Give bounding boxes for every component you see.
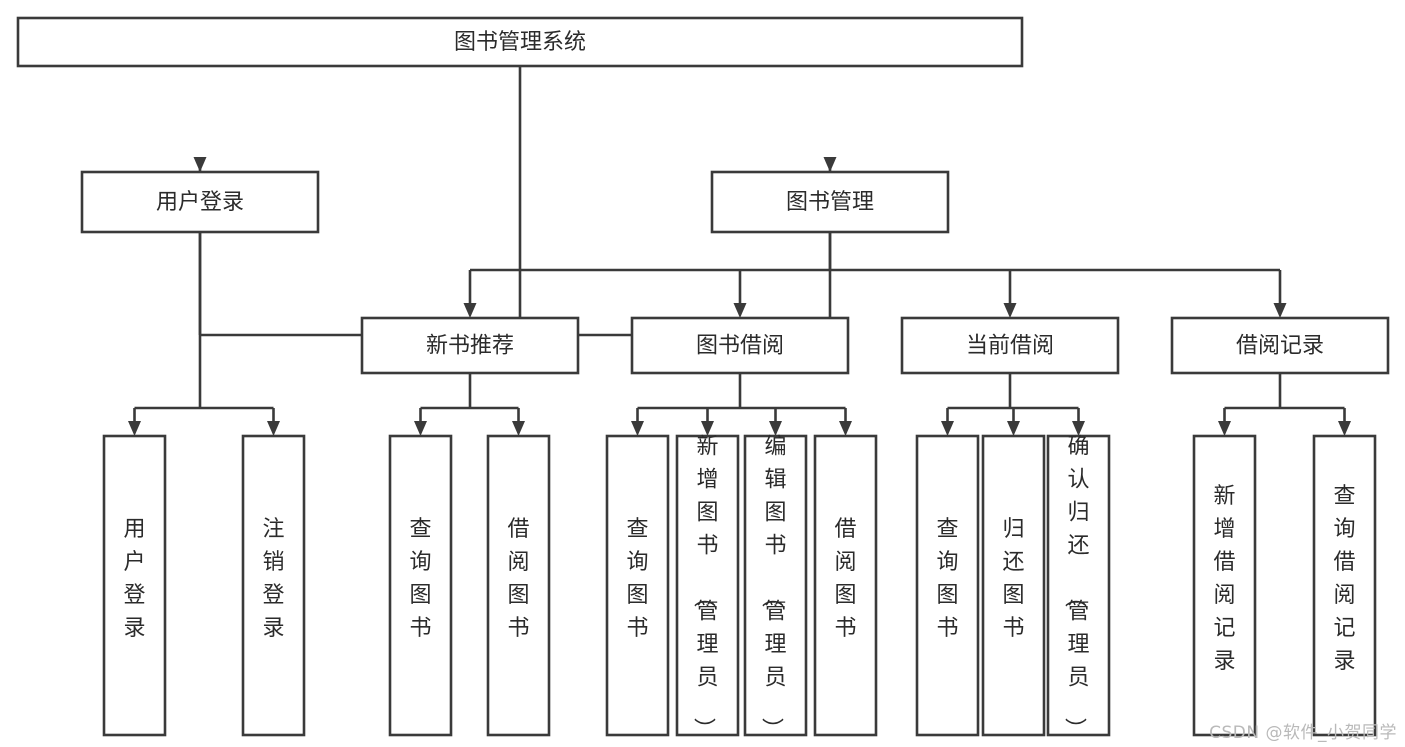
node-leaf-return-book[interactable]: 归还图书 (981, 434, 1046, 737)
edge-arrow (1003, 270, 1017, 318)
node-label: 编辑图书（管理员） (758, 435, 786, 740)
node-label: 注销登录 (262, 517, 284, 641)
edge-group (128, 232, 280, 436)
node-box[interactable] (675, 434, 740, 737)
edge-arrow (267, 408, 280, 436)
node-box[interactable] (102, 434, 167, 737)
node-box[interactable] (710, 170, 950, 234)
node-label: 用户登录 (156, 190, 244, 215)
edge-arrow (769, 408, 782, 436)
node-label: 归还图书 (1002, 517, 1024, 641)
node-leaf-borrow-book[interactable]: 借阅图书 (813, 434, 878, 737)
node-label: 查询借阅记录 (1333, 484, 1355, 674)
edge-arrow (512, 408, 525, 436)
node-label: 图书借阅 (696, 334, 784, 359)
node-label: 借阅图书 (507, 517, 529, 641)
node-leaf-borrow-book-rec[interactable]: 借阅图书 (486, 434, 551, 737)
edge-arrow (839, 408, 852, 436)
node-leaf-query-borrow-record[interactable]: 查询借阅记录 (1312, 434, 1377, 737)
node-label: 用户登录 (123, 517, 145, 641)
edge-arrow (1273, 270, 1287, 318)
node-leaf-query-book-current[interactable]: 查询图书 (915, 434, 980, 737)
node-leaf-query-book-borrow[interactable]: 查询图书 (605, 434, 670, 737)
node-root[interactable]: 图书管理系统 (16, 16, 1024, 68)
node-borrow-record[interactable]: 借阅记录 (1170, 316, 1390, 375)
node-box[interactable] (981, 434, 1046, 737)
node-box[interactable] (360, 316, 580, 375)
edge-arrow (1072, 408, 1085, 436)
node-new-book-rec[interactable]: 新书推荐 (360, 316, 580, 375)
node-box[interactable] (900, 316, 1120, 375)
edge-arrow (941, 408, 954, 436)
edge-arrow (414, 408, 427, 436)
edge-arrow (701, 408, 714, 436)
node-current-borrow[interactable]: 当前借阅 (900, 316, 1120, 375)
node-box[interactable] (630, 316, 850, 375)
node-book-borrow[interactable]: 图书借阅 (630, 316, 850, 375)
edge-arrow (128, 408, 141, 436)
node-box[interactable] (1046, 434, 1111, 737)
node-leaf-user-login[interactable]: 用户登录 (102, 434, 167, 737)
node-label: 图书管理系统 (454, 30, 586, 55)
node-leaf-query-book-rec[interactable]: 查询图书 (388, 434, 453, 737)
node-box[interactable] (1192, 434, 1257, 737)
edge-arrow (1218, 408, 1231, 436)
node-label: 图书管理 (786, 190, 874, 215)
edge-group (1218, 373, 1351, 436)
node-box[interactable] (241, 434, 306, 737)
node-box[interactable] (605, 434, 670, 737)
node-leaf-user-logout[interactable]: 注销登录 (241, 434, 306, 737)
node-box[interactable] (486, 434, 551, 737)
node-label: 新增借阅记录 (1213, 484, 1235, 674)
edge-group (463, 232, 1287, 318)
node-leaf-confirm-return-admin[interactable]: 确认归还（管理员） (1046, 434, 1111, 740)
node-book-manage[interactable]: 图书管理 (710, 170, 950, 234)
node-box[interactable] (1170, 316, 1390, 375)
node-label: 当前借阅 (966, 334, 1054, 359)
edge-group (941, 373, 1085, 436)
node-box[interactable] (915, 434, 980, 737)
node-label: 借阅图书 (834, 517, 856, 641)
node-user-login[interactable]: 用户登录 (80, 170, 320, 234)
csdn-watermark: CSDN @软件_小贺同学 (1209, 723, 1397, 743)
edge-group (414, 373, 525, 436)
node-box[interactable] (1312, 434, 1377, 737)
node-box[interactable] (813, 434, 878, 737)
node-box[interactable] (388, 434, 453, 737)
node-leaf-edit-book-admin[interactable]: 编辑图书（管理员） (743, 434, 808, 740)
edge-arrow (1007, 408, 1020, 436)
node-label: 查询图书 (626, 517, 648, 641)
node-box[interactable] (743, 434, 808, 737)
node-leaf-add-borrow-record[interactable]: 新增借阅记录 (1192, 434, 1257, 737)
edge-arrow (463, 270, 477, 318)
node-box[interactable] (80, 170, 320, 234)
edge-arrow (733, 270, 747, 318)
node-label: 查询图书 (936, 517, 958, 641)
node-label: 查询图书 (409, 517, 431, 641)
edge-group (631, 373, 852, 436)
edge-arrow (631, 408, 644, 436)
node-label: 借阅记录 (1236, 334, 1324, 359)
edge-arrow (1338, 408, 1351, 436)
node-box[interactable] (16, 16, 1024, 68)
node-label: 新增图书（管理员） (690, 435, 718, 740)
node-label: 确认归还（管理员） (1061, 435, 1089, 740)
node-leaf-add-book-admin[interactable]: 新增图书（管理员） (675, 434, 740, 740)
node-label: 新书推荐 (426, 334, 514, 359)
